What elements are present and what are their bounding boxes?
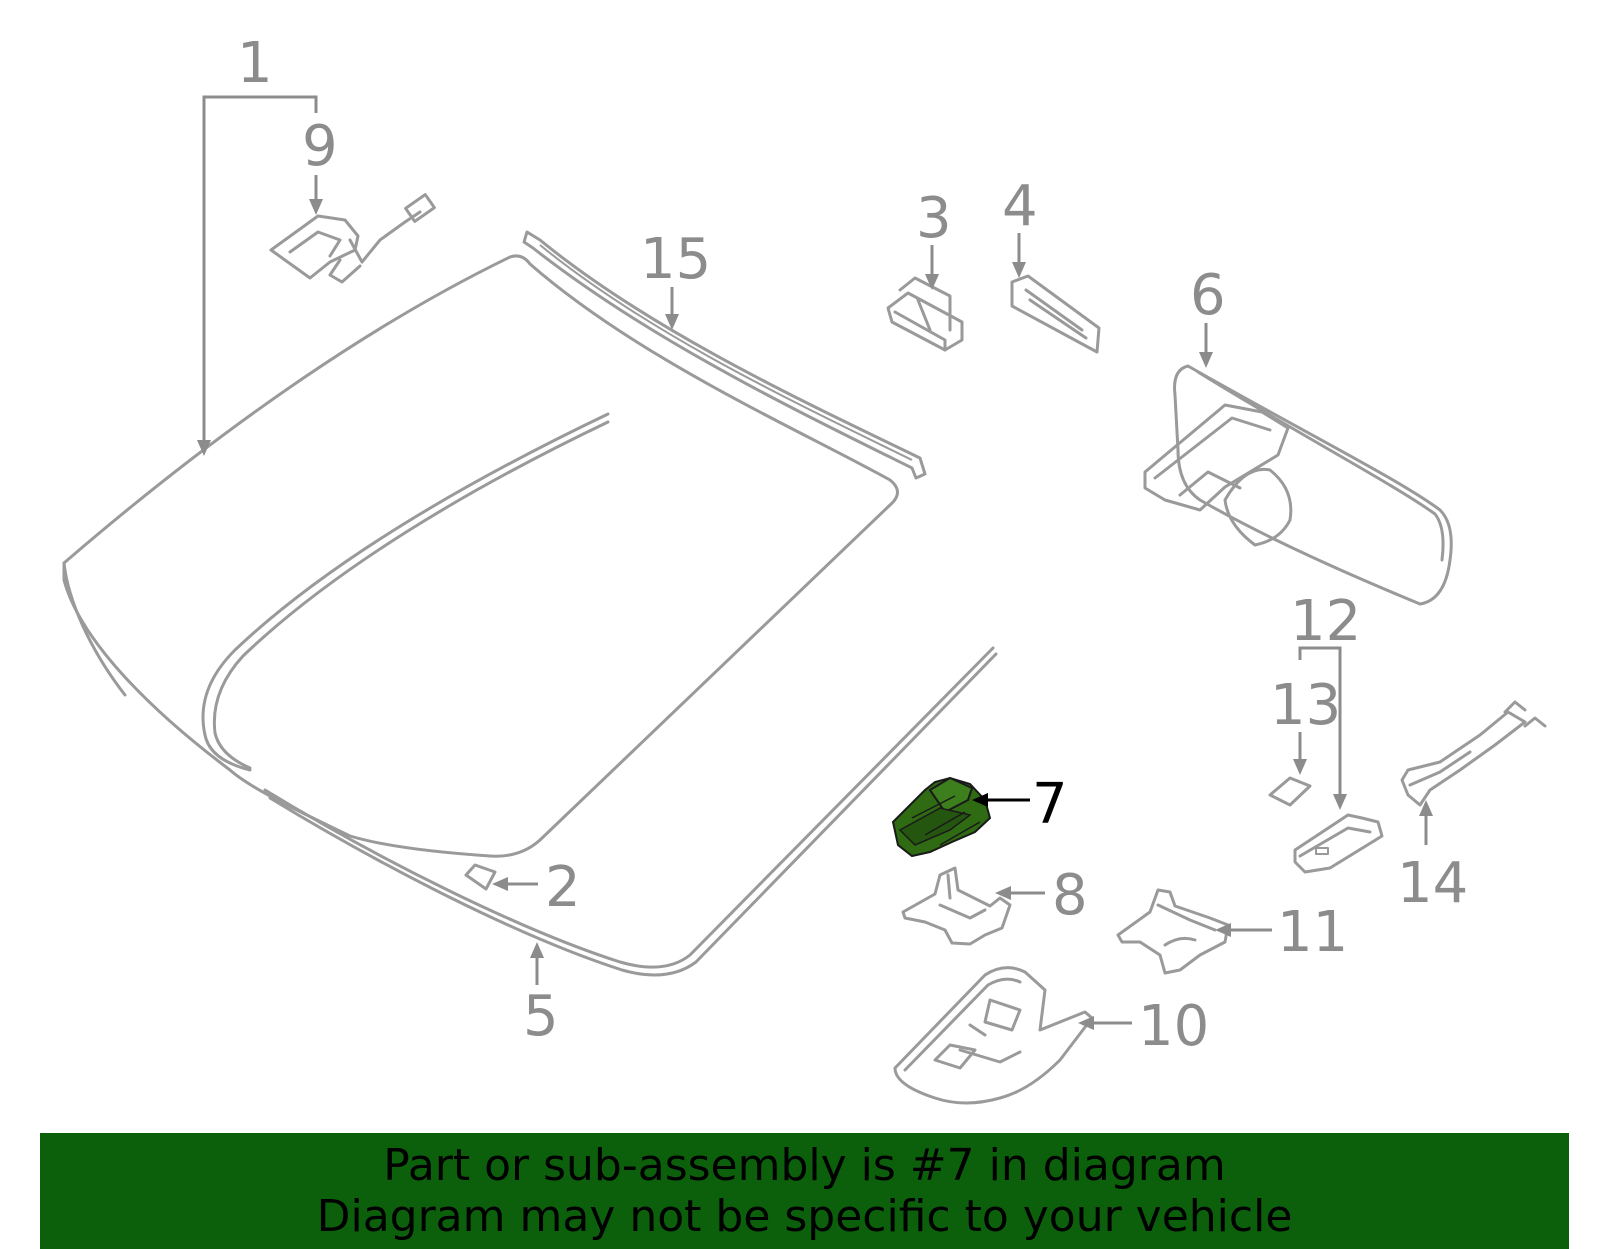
callout-4: 4 [1002,174,1038,239]
callout-15: 15 [640,227,711,292]
windshield-glass [62,254,899,858]
sensor-module [1293,813,1384,874]
mount-bracket [1116,888,1230,975]
banner-line-1: Part or sub-assembly is #7 in diagram [383,1140,1226,1191]
lower-molding [263,646,998,977]
callout-8: 8 [1052,863,1088,928]
highlighted-part-7 [891,776,992,858]
callout-7: 7 [1032,772,1068,837]
callout-9: 9 [302,114,338,179]
windshield-shade-band [201,412,610,772]
callout-2: 2 [545,855,581,920]
adhesive-pad [1010,274,1101,354]
notice-banner: Part or sub-assembly is #7 in diagram Di… [40,1133,1569,1249]
callout-5: 5 [523,984,559,1049]
callout-6: 6 [1190,263,1226,328]
camera-bracket [901,866,1012,946]
banner-line-2: Diagram may not be specific to your vehi… [316,1191,1293,1242]
arrowheads [197,199,1433,1030]
callout-14: 14 [1397,851,1468,916]
upper-molding-strip [522,230,927,480]
sensor-pad [1268,776,1312,807]
callout-10: 10 [1138,994,1209,1059]
callout-11: 11 [1277,900,1348,965]
rain-sensor-bracket [269,193,436,284]
wire-harness [1400,700,1547,807]
overhead-cover [893,966,1094,1105]
callout-1: 1 [237,31,273,96]
callout-3: 3 [916,186,952,251]
rear-view-mirror [1143,364,1453,606]
clip-part [886,276,964,352]
glass-label-sticker [464,863,497,891]
callout-12: 12 [1290,589,1361,654]
callout-13: 13 [1270,673,1341,738]
